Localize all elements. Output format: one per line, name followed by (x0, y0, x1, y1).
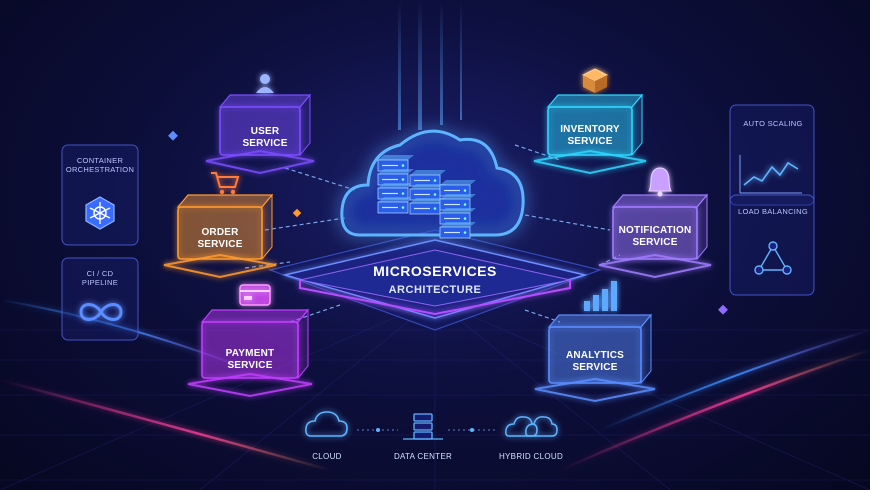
line-chart-icon (739, 155, 802, 194)
cart-icon (211, 172, 240, 195)
infinity-icon (79, 303, 123, 321)
load-balancing-label: LOAD BALANCING (737, 207, 809, 216)
connection-nodes (168, 130, 728, 315)
payment-service-node (187, 284, 313, 398)
container-orchestration-panel (61, 144, 139, 246)
inventory-service-node (533, 68, 647, 175)
user-icon (256, 74, 274, 93)
order-service-node (163, 172, 277, 279)
auto-scaling-label: AUTO SCALING (743, 119, 803, 128)
bell-icon (648, 167, 672, 197)
cloud-icon (305, 411, 348, 437)
kubernetes-icon (85, 196, 115, 230)
diagram-title-line1: MICROSERVICES (373, 263, 497, 279)
card-icon (239, 284, 271, 306)
data-center-label: DATA CENTER (393, 452, 453, 461)
center-platform (267, 229, 603, 331)
network-nodes-icon (754, 241, 792, 275)
server-stacks (377, 155, 476, 239)
server-rack-icon (403, 413, 443, 440)
cloud-label: CLOUD (312, 452, 342, 461)
deployment-row (305, 411, 558, 440)
notification-service-node (598, 167, 712, 279)
diagram-title-line2: ARCHITECTURE (388, 284, 482, 296)
hybrid-cloud-icon (505, 416, 558, 437)
ci-cd-pipeline-panel (61, 257, 139, 341)
analytics-service-node (534, 281, 656, 403)
hybrid-cloud-label: HYBRID CLOUD (498, 452, 564, 461)
service-nodes (163, 68, 712, 403)
bar-chart-icon (584, 281, 617, 311)
light-beams (398, 0, 462, 130)
box-icon (581, 68, 609, 93)
user-service-node (205, 74, 315, 175)
